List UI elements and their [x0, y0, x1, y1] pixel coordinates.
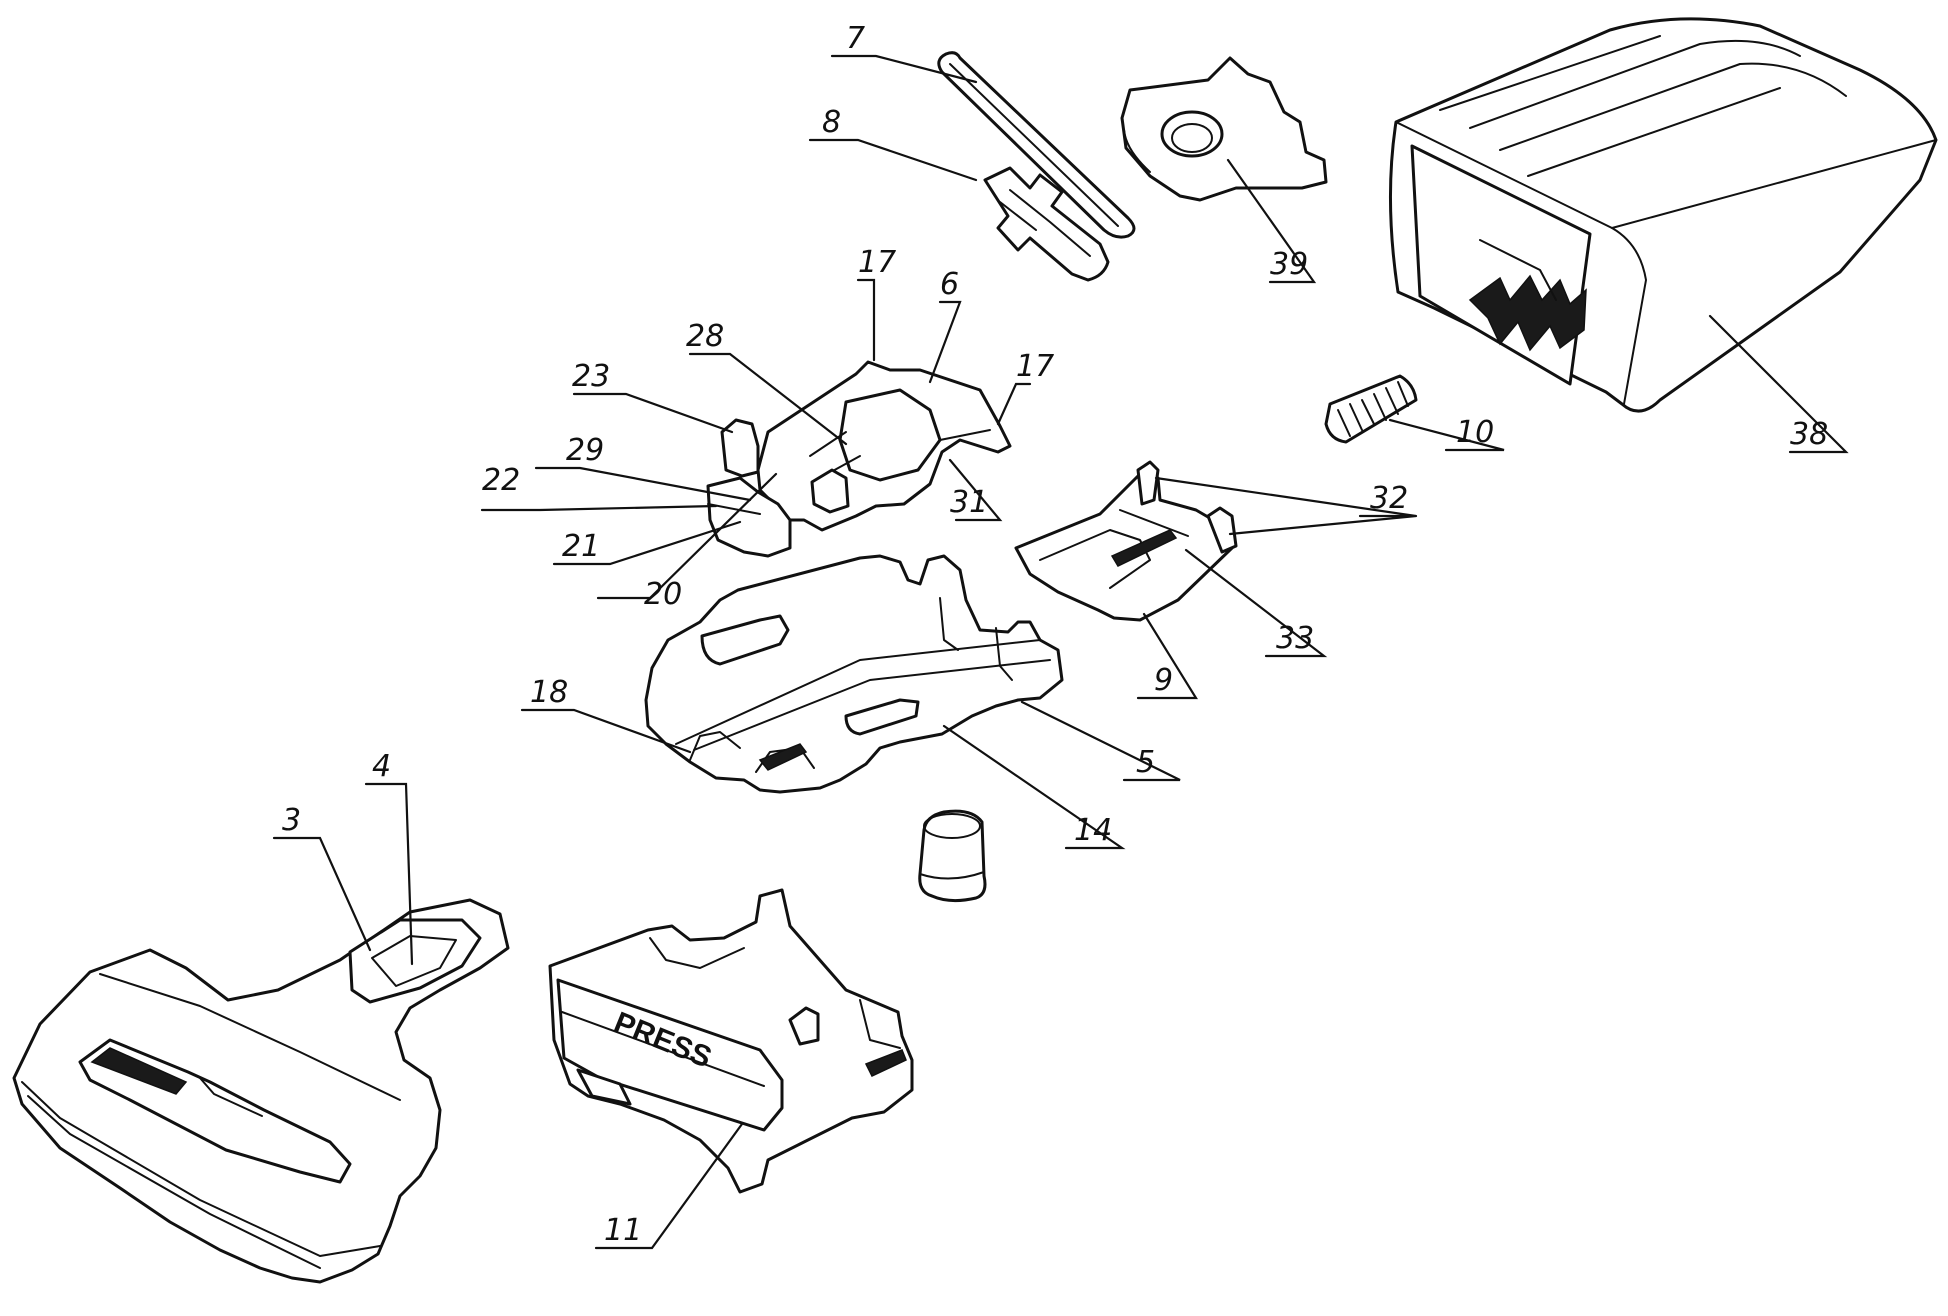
ref-33: 33 — [1276, 621, 1314, 656]
ref-11: 11 — [604, 1213, 642, 1248]
ref-3: 3 — [282, 803, 301, 838]
press-button-part-11: PRESS — [550, 890, 912, 1192]
washer-plate-part-39 — [1122, 58, 1326, 200]
ref-32: 32 — [1370, 481, 1408, 516]
tongue-plate-part-3 — [14, 900, 508, 1282]
ref-8: 8 — [822, 105, 841, 140]
ref-10: 10 — [1456, 415, 1494, 450]
spring-part-10 — [1326, 376, 1416, 442]
ref-22: 22 — [482, 463, 520, 498]
housing-cover-part-38 — [1390, 19, 1936, 411]
ref-38: 38 — [1790, 417, 1828, 452]
ref-18: 18 — [530, 675, 568, 710]
ref-31: 31 — [950, 485, 988, 520]
cap-part — [920, 811, 985, 900]
ref-5: 5 — [1136, 745, 1155, 780]
ref-17-right: 17 — [1016, 349, 1054, 384]
ref-14: 14 — [1074, 813, 1112, 848]
ref-9: 9 — [1154, 663, 1173, 698]
ref-39: 39 — [1270, 247, 1308, 282]
latch-frame-part-6 — [708, 362, 1010, 556]
ref-17-left: 17 — [858, 245, 896, 280]
ref-29: 29 — [566, 433, 604, 468]
base-frame-part-5 — [646, 556, 1062, 792]
ref-28: 28 — [686, 319, 724, 354]
ref-23: 23 — [572, 359, 610, 394]
ref-7: 7 — [846, 21, 865, 56]
ref-6: 6 — [940, 267, 959, 302]
ref-21: 21 — [562, 529, 600, 564]
ref-20: 20 — [644, 577, 682, 612]
ref-4: 4 — [372, 749, 391, 784]
